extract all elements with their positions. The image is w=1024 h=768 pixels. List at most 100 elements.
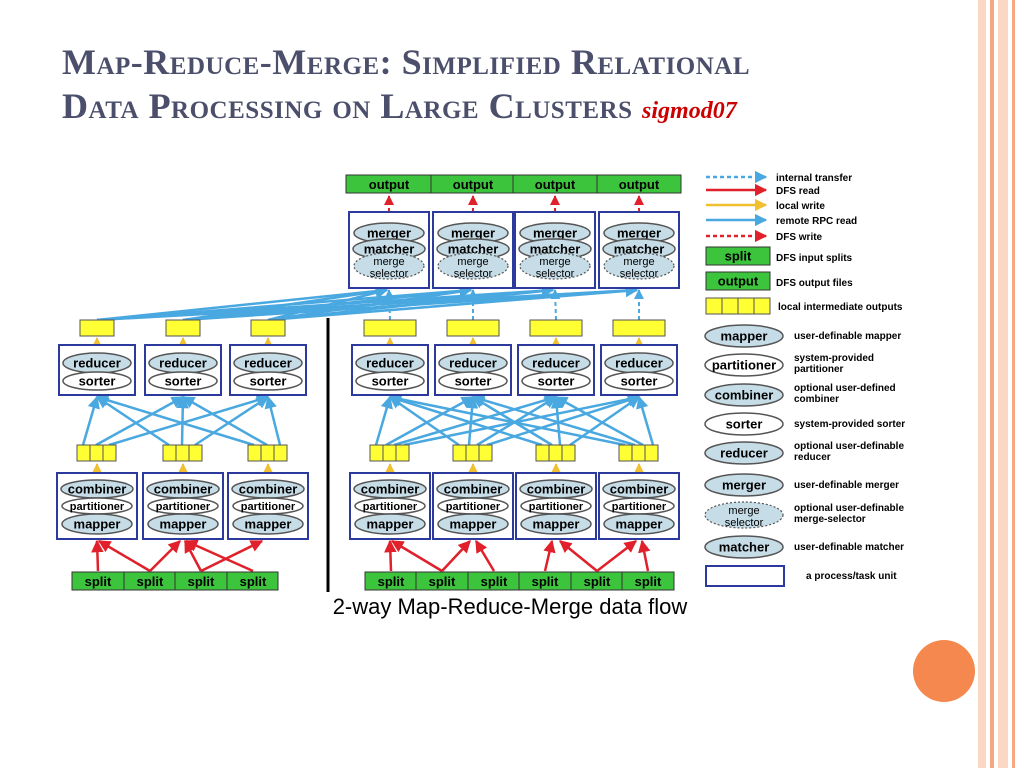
legend-item-1-text: internal transfer: [776, 173, 852, 184]
legend-item-3-text: local write: [776, 201, 825, 212]
right-reducer-output-4: [612, 319, 666, 337]
left-mapper-unit-2-mapper-label: mapper: [160, 517, 207, 532]
right-mapper-unit-2-partitioner-label: partitioner: [446, 501, 501, 513]
left-mapper-unit-1-mapper-label: mapper: [74, 517, 121, 532]
legend-item-16-text-1: user-definable matcher: [794, 542, 904, 553]
right-reducer-unit-1-reducer-label: reducer: [366, 356, 414, 371]
right-shuffle-1-1: [374, 395, 393, 446]
left-reducer-unit-1-reducer-label: reducer: [73, 356, 121, 371]
right-mapper-unit-3-partitioner-label: partitioner: [529, 501, 584, 513]
legend-item-14-ellipse-label: merger: [722, 478, 766, 493]
merger-unit-2-matcher-label: matcher: [448, 242, 499, 257]
right-intermediate-2-cell-2: [465, 444, 480, 462]
right-dfs-read-3: [390, 539, 443, 573]
merger-unit-4-merge-selector-label-1: merge: [623, 256, 654, 268]
legend-item-6-box-label: split: [725, 249, 752, 264]
frame-stripe-4: [1012, 0, 1015, 768]
title-line-1: Map-Reduce-Merge: Simplified Relational: [62, 42, 751, 82]
right-mapper-unit-4-mapper-label: mapper: [616, 517, 663, 532]
left-mapper-unit-3-mapper: [232, 513, 304, 535]
left-reducer-output-3: [250, 319, 286, 337]
right-mapper-unit-3-mapper: [520, 513, 592, 535]
right-shuffle-2-3: [476, 395, 558, 447]
left-mapper-unit-1-combiner-label: combiner: [68, 482, 127, 497]
legend-item-13-ellipse: [704, 441, 784, 465]
legend-item-15-ellipse-label-2: selector: [725, 517, 764, 529]
left-to-merger-3-2: [267, 285, 473, 322]
left-shuffle-3-3: [264, 395, 282, 446]
merger-unit-3-merge-selector-label-1: merge: [539, 256, 570, 268]
right-dfs-read-4: [474, 539, 496, 572]
left-shuffle-2-3: [194, 395, 270, 447]
left-intermediate-2-cell-1: [162, 444, 177, 462]
legend-item-12-ellipse: [704, 412, 784, 436]
right-reducer-unit-4-reducer-label: reducer: [615, 356, 663, 371]
frame-stripe-2: [990, 0, 994, 768]
left-reducer-output-2: [165, 319, 201, 337]
left-reducer-unit-1-sorter-label: sorter: [79, 374, 116, 389]
right-mapper-unit-2-mapper: [437, 513, 509, 535]
merger-unit-1-merger-label: merger: [367, 226, 411, 241]
right-intermediate-4-cell-2: [631, 444, 646, 462]
right-intermediate-2-cell-3: [478, 444, 493, 462]
right-mapper-unit-2-combiner-label: combiner: [444, 482, 503, 497]
legend-item-8-text: local intermediate outputs: [778, 302, 903, 313]
right-mapper-unit-4-mapper: [603, 513, 675, 535]
right-reducer-unit-3-sorter: [521, 371, 591, 391]
left-dfs-read-2: [149, 540, 181, 572]
legend-item-6-box: [705, 246, 771, 266]
right-mapper-unit-1-mapper: [354, 513, 426, 535]
right-reducer-output-1: [363, 319, 417, 337]
right-split-1: split: [378, 574, 405, 589]
right-mapper-unit-1-combiner-label: combiner: [361, 482, 420, 497]
legend-item-15-ellipse-label-1: merge: [728, 505, 759, 517]
merger-unit-2-merge-selector-label-2: selector: [454, 268, 493, 280]
merger-unit-4-merger-label: merger: [617, 226, 661, 241]
legend-item-10-text-1: system-provided: [794, 353, 874, 364]
left-reducer-unit-2-reducer-label: reducer: [159, 356, 207, 371]
left-reducer-unit-2-sorter-label: sorter: [165, 374, 202, 389]
legend-item-13-ellipse-label: reducer: [720, 446, 768, 461]
left-shuffle-1-3: [108, 394, 270, 447]
right-reducer-unit-3-reducer-label: reducer: [532, 356, 580, 371]
frame-stripe-3: [998, 0, 1008, 768]
left-shuffle-1-2: [95, 395, 185, 447]
right-reducer-output-2: [446, 319, 500, 337]
left-reducer-unit-3-sorter: [233, 371, 303, 391]
legend-item-2-text: DFS read: [776, 186, 820, 197]
left-intermediate-1-cell-1: [76, 444, 91, 462]
right-reducer-unit-2-sorter: [438, 371, 508, 391]
legend-item-5-text: DFS write: [776, 232, 823, 243]
legend-item-15-text-2: merge-selector: [794, 514, 866, 525]
legend-item-8-cell-2: [721, 297, 739, 315]
right-reducer-unit-4-sorter: [604, 371, 674, 391]
merger-unit-4-merge-selector-label-2: selector: [620, 268, 659, 280]
merger-unit-3-merger-label: merger: [533, 226, 577, 241]
legend-item-14-text-1: user-definable merger: [794, 480, 899, 491]
left-shuffle-3-2: [181, 395, 268, 447]
title-line-2: Data Processing on Large Clusters: [62, 86, 633, 126]
legend-item-12-ellipse-label: sorter: [726, 417, 763, 432]
legend-item-14-ellipse: [704, 473, 784, 497]
legend-item-9-text-1: user-definable mapper: [794, 331, 901, 342]
left-to-merger-3-1: [267, 286, 389, 322]
legend-item-15-ellipse: [704, 501, 784, 529]
right-dfs-read-5: [543, 539, 556, 572]
right-mapper-unit-3-combiner-label: combiner: [527, 482, 586, 497]
left-split-1: split: [85, 574, 112, 589]
right-shuffle-4-2: [471, 394, 636, 447]
right-mapper-unit-4-partitioner-label: partitioner: [612, 501, 667, 513]
legend-item-15-text-1: optional user-definable: [794, 503, 904, 514]
right-dfs-read-2: [441, 540, 471, 572]
left-to-merger-3-4: [267, 284, 639, 322]
right-dfs-read-1: [384, 539, 397, 572]
legend-item-17-text: a process/task unit: [806, 571, 897, 582]
right-shuffle-4-1: [388, 393, 626, 447]
legend-item-7-box-label: output: [718, 274, 759, 289]
left-intermediate-2-cell-2: [175, 444, 190, 462]
legend-item-11-ellipse: [704, 383, 784, 407]
left-mapper-unit-2-combiner-label: combiner: [154, 482, 213, 497]
left-mapper-unit-2-mapper: [147, 513, 219, 535]
